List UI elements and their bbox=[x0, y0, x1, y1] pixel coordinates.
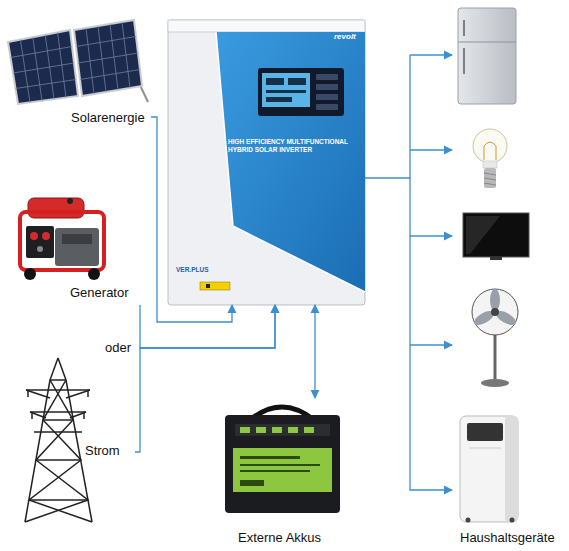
model-label: VER.PLUS bbox=[176, 266, 209, 274]
light-bulb bbox=[473, 129, 507, 188]
appliances-label: Haushaltsgeräte bbox=[460, 530, 555, 546]
edge-label: oder bbox=[104, 340, 132, 356]
battery bbox=[225, 407, 340, 513]
refrigerator bbox=[458, 8, 516, 104]
battery-node: Externe Akkus bbox=[215, 398, 350, 550]
power-pylon bbox=[25, 358, 92, 522]
source-label: Solarenergie bbox=[71, 110, 145, 126]
source-label: Strom bbox=[85, 443, 120, 459]
connector bbox=[314, 305, 315, 398]
product-heading: HIGH EFFICIENCY MULTIFUNCTIONAL HYBRID S… bbox=[228, 138, 360, 154]
hybrid-inverter: revoltHIGH EFFICIENCY MULTIFUNCTIONAL HY… bbox=[168, 20, 365, 305]
solar-panel bbox=[8, 20, 148, 104]
connector bbox=[365, 178, 452, 490]
television bbox=[463, 213, 529, 260]
battery-label: Externe Akkus bbox=[238, 530, 321, 546]
generator bbox=[20, 198, 104, 280]
generator-node: Generator bbox=[10, 190, 145, 305]
branch-wires bbox=[410, 55, 452, 345]
grid-node: Strom bbox=[15, 355, 135, 525]
inverter-housing bbox=[168, 20, 365, 305]
standing-fan bbox=[472, 289, 518, 387]
brand-logo: revolt bbox=[334, 32, 356, 42]
connector bbox=[135, 305, 275, 452]
solar-node: Solarenergie bbox=[5, 25, 151, 129]
connector bbox=[140, 305, 275, 348]
air-conditioner bbox=[460, 416, 518, 523]
appliances-group: Haushaltsgeräte bbox=[452, 2, 566, 550]
source-label: Generator bbox=[70, 285, 129, 301]
connector bbox=[151, 117, 232, 322]
